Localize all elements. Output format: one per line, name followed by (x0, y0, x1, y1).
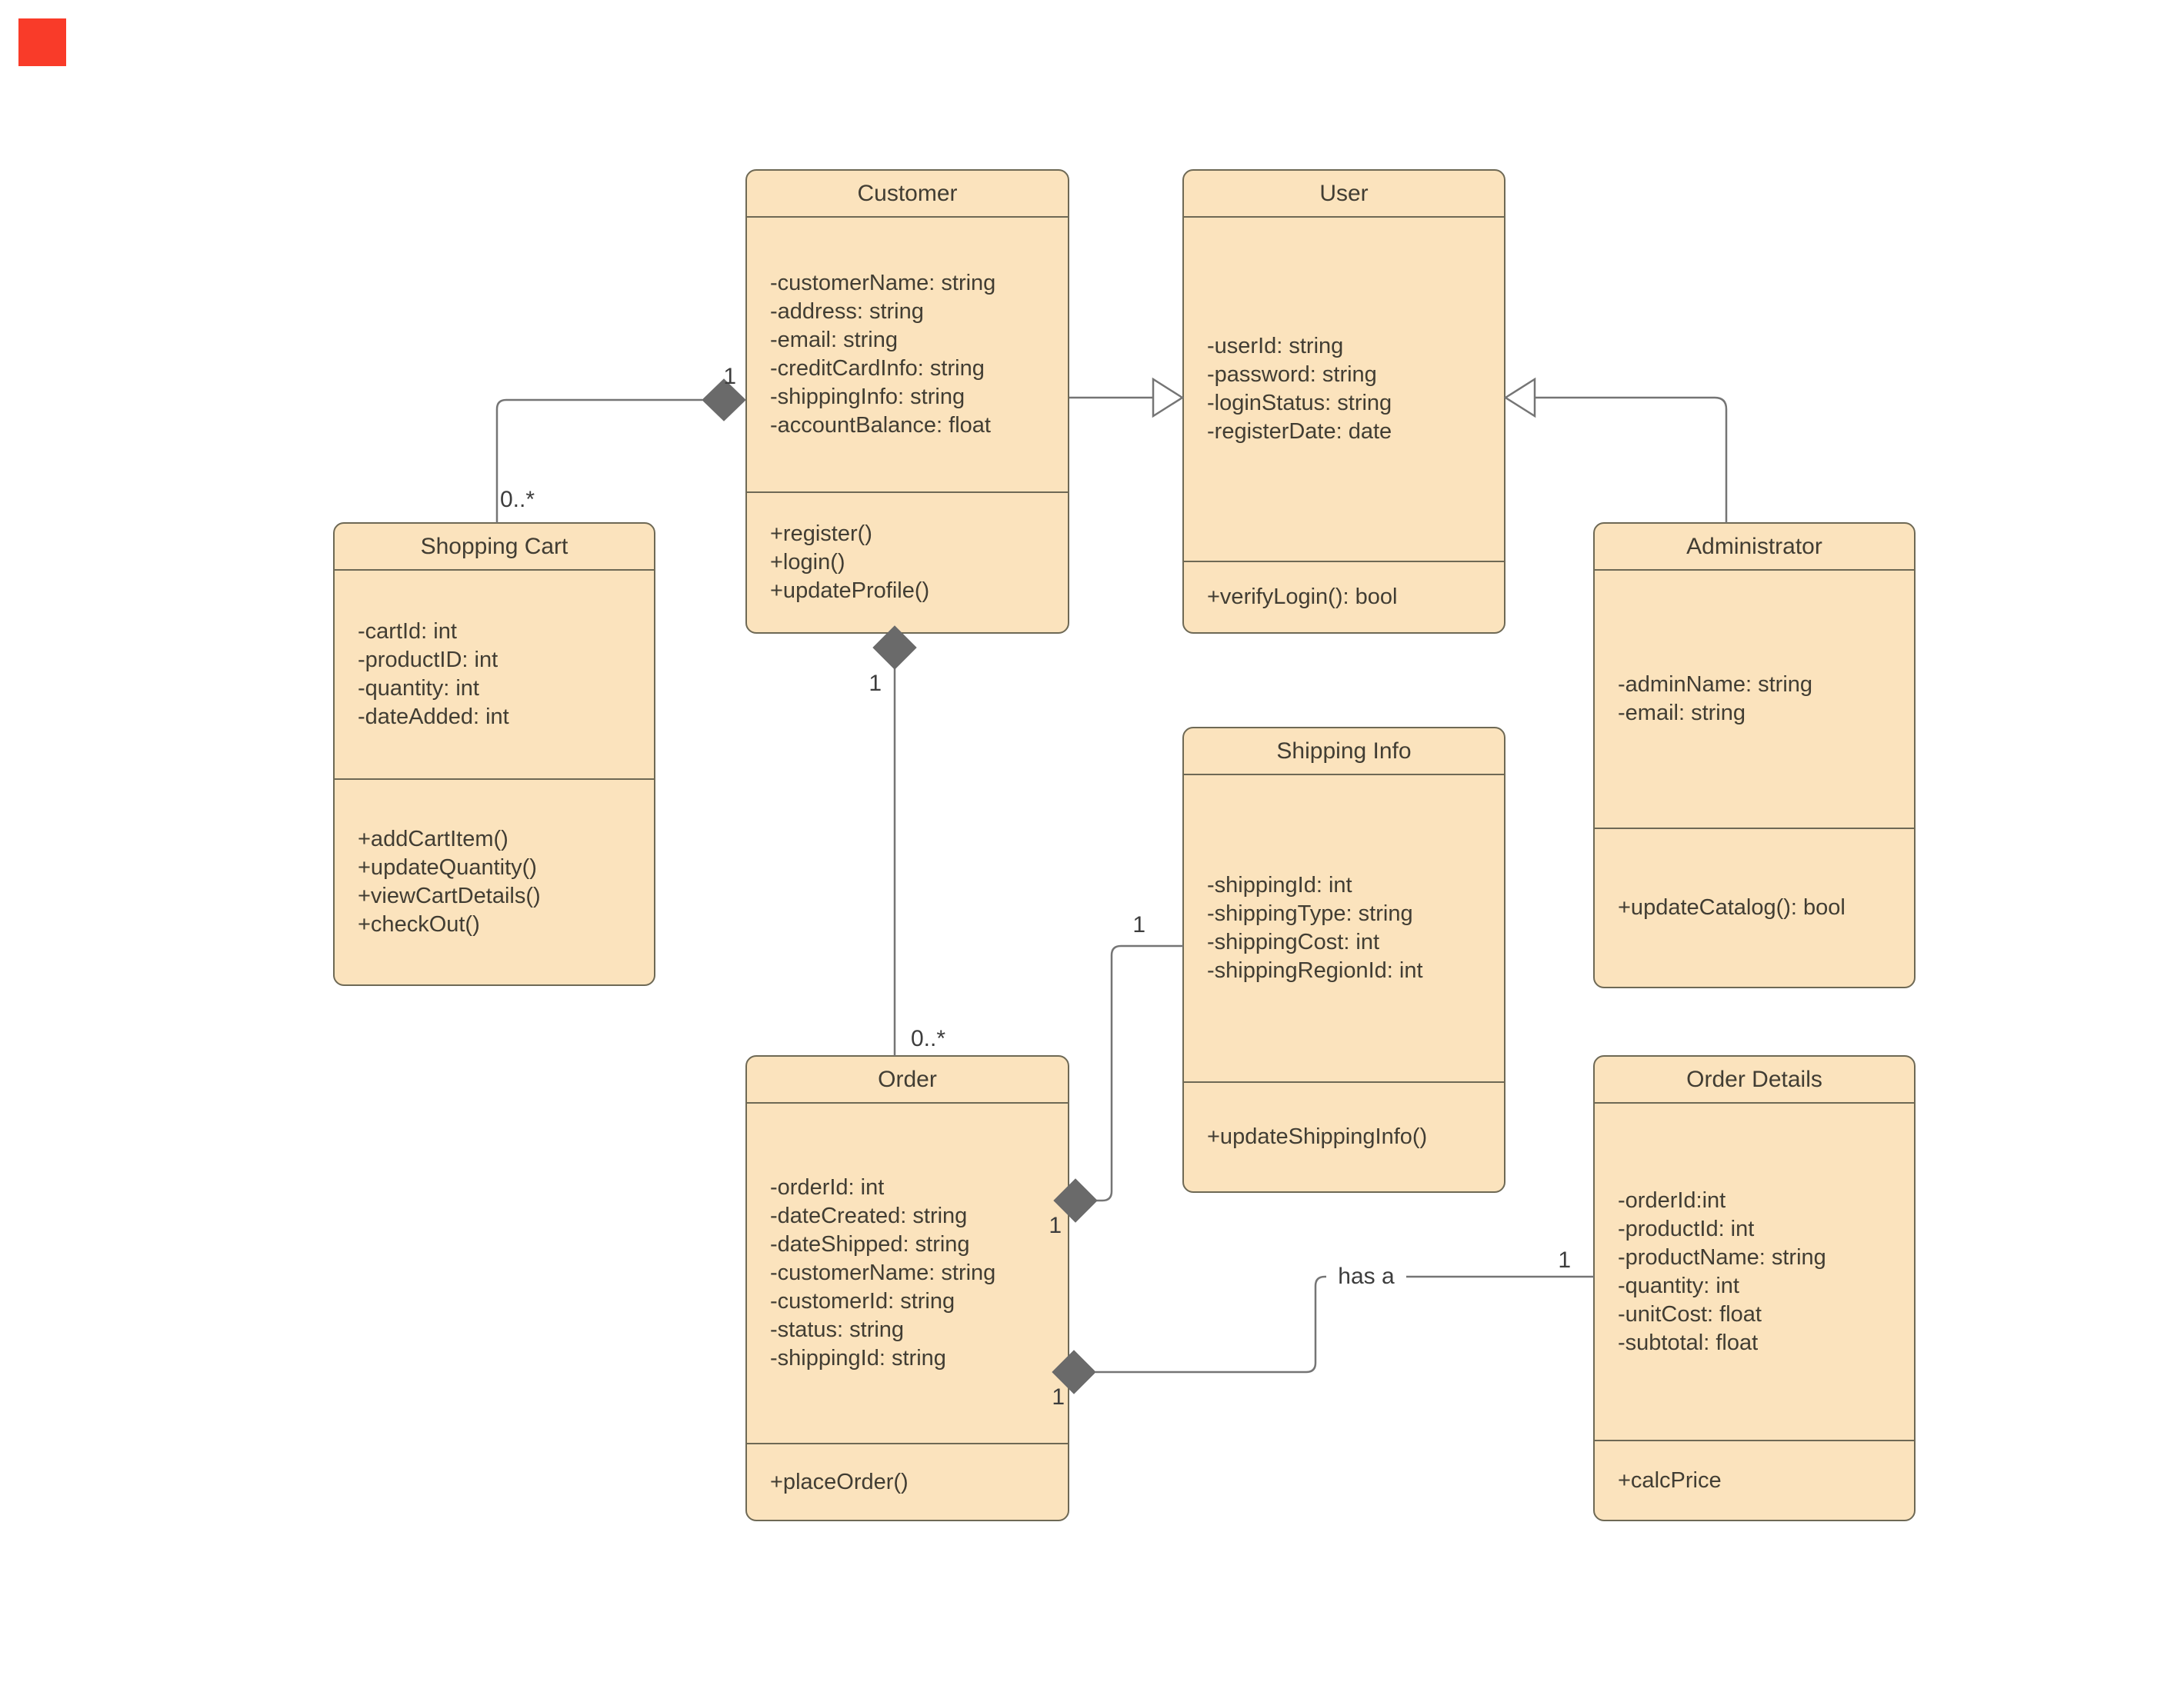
method-line: +addCartItem() (358, 827, 508, 851)
attribute-line: -customerId: string (770, 1289, 955, 1314)
attribute-line: -shippingCost: int (1207, 930, 1380, 954)
attribute-line: -customerName: string (770, 1261, 996, 1285)
generalization-arrow-icon (1503, 377, 1536, 418)
attribute-line: -shippingRegionId: int (1207, 958, 1423, 983)
class-shopping-cart-methods: +addCartItem() +updateQuantity() +viewCart… (335, 778, 654, 984)
multiplicity-label[interactable]: 1 (869, 671, 882, 696)
attribute-line: -userId: string (1207, 334, 1344, 358)
class-shopping-cart-title: Shopping Cart (335, 524, 654, 571)
class-administrator[interactable]: Administrator -adminName: string -email: s… (1593, 522, 1916, 988)
attribute-line: -shippingType: string (1207, 901, 1413, 926)
class-customer-title: Customer (747, 171, 1068, 218)
class-user-methods: +verifyLogin(): bool (1184, 561, 1504, 632)
class-customer-methods: +register() +login() +updateProfile() (747, 491, 1068, 632)
class-administrator-methods: +updateCatalog(): bool (1595, 828, 1914, 987)
connector-customer-order[interactable]: 1 0..* (869, 625, 945, 1056)
multiplicity-label[interactable]: 1 (1558, 1247, 1571, 1273)
generalization-line[interactable] (1535, 396, 1728, 523)
multiplicity-label[interactable]: 1 (1132, 912, 1145, 938)
class-shopping-cart[interactable]: Shopping Cart -cartId: int -productID: int… (333, 522, 655, 986)
attribute-line: -accountBalance: float (770, 413, 991, 438)
attribute-line: -loginStatus: string (1207, 391, 1392, 415)
class-user-attributes: -userId: string -password: string -loginSt… (1184, 218, 1504, 561)
connector-administrator-user[interactable] (1503, 377, 1728, 523)
class-order-details-methods: +calcPrice (1595, 1440, 1914, 1520)
connector-customer-shoppingcart[interactable]: 1 0..* (495, 364, 746, 523)
class-customer[interactable]: Customer -customerName: string -address: s… (745, 169, 1069, 634)
class-shipping-info-methods: +updateShippingInfo() (1184, 1081, 1504, 1191)
attribute-line: -quantity: int (1618, 1273, 1739, 1298)
class-order-attributes: -orderId: int -dateCreated: string -dateSh… (747, 1104, 1068, 1443)
class-shipping-info-attributes: -shippingId: int -shippingType: string -sh… (1184, 775, 1504, 1081)
method-line: +updateQuantity() (358, 855, 537, 880)
label-background (1326, 1262, 1406, 1291)
class-order[interactable]: Order -orderId: int -dateCreated: string -d… (745, 1055, 1069, 1521)
class-order-details-title: Order Details (1595, 1057, 1914, 1104)
class-order-details-attributes: -orderId:int -productId: int -productName:… (1595, 1104, 1914, 1440)
class-customer-attributes: -customerName: string -address: string -em… (747, 218, 1068, 491)
attribute-line: -customerName: string (770, 271, 996, 295)
attribute-line: -unitCost: float (1618, 1301, 1762, 1327)
method-line: +checkOut() (358, 912, 480, 937)
method-line: +verifyLogin(): bool (1207, 585, 1398, 609)
attribute-line: -productName: string (1618, 1244, 1826, 1270)
attribute-line: -productId: int (1618, 1216, 1755, 1241)
attribute-line: -address: string (770, 299, 924, 324)
attribute-line: -adminName: string (1618, 672, 1813, 697)
class-shipping-info[interactable]: Shipping Info -shippingId: int -shippingTy… (1182, 727, 1505, 1193)
attribute-line: -email: string (1618, 701, 1746, 725)
connector-customer-user[interactable] (1069, 377, 1185, 418)
class-shipping-info-title: Shipping Info (1184, 728, 1504, 775)
attribute-line: -email: string (770, 328, 898, 352)
method-line: +calcPrice (1618, 1467, 1722, 1493)
attribute-line: -dateAdded: int (358, 704, 509, 729)
method-line: +login() (770, 550, 845, 575)
multiplicity-label[interactable]: 0..* (500, 487, 535, 512)
class-user[interactable]: User -userId: string -password: string -log… (1182, 169, 1505, 634)
attribute-line: -status: string (770, 1317, 905, 1342)
attribute-line: -creditCardInfo: string (770, 356, 985, 381)
composition-line[interactable] (495, 398, 702, 523)
class-administrator-attributes: -adminName: string -email: string (1595, 571, 1914, 828)
attribute-line: -orderId: int (770, 1175, 885, 1200)
method-line: +register() (770, 521, 872, 546)
class-order-methods: +placeOrder() (747, 1443, 1068, 1520)
method-line: +updateShippingInfo() (1207, 1124, 1428, 1149)
attribute-line: -registerDate: date (1207, 419, 1392, 444)
method-line: +updateCatalog(): bool (1618, 895, 1846, 920)
generalization-arrow-icon (1152, 377, 1185, 418)
class-administrator-title: Administrator (1595, 524, 1914, 571)
class-order-title: Order (747, 1057, 1068, 1104)
attribute-line: -shippingId: int (1207, 873, 1352, 898)
attribute-line: -cartId: int (358, 619, 457, 644)
attribute-line: -shippingInfo: string (770, 385, 965, 409)
attribute-line: -quantity: int (358, 676, 479, 701)
class-user-title: User (1184, 171, 1504, 218)
attribute-line: -subtotal: float (1618, 1330, 1759, 1355)
relationship-label[interactable]: has a (1338, 1264, 1395, 1289)
attribute-line: -orderId:int (1618, 1187, 1726, 1213)
attribute-line: -dateShipped: string (770, 1232, 970, 1257)
class-order-details[interactable]: Order Details -orderId:int -productId: int… (1593, 1055, 1916, 1521)
attribute-line: -password: string (1207, 362, 1377, 387)
attribute-line: -shippingId: string (770, 1346, 946, 1371)
recording-indicator (18, 18, 66, 66)
multiplicity-label[interactable]: 1 (723, 364, 736, 389)
composition-line[interactable] (1095, 944, 1183, 1202)
multiplicity-label[interactable]: 0..* (911, 1026, 945, 1051)
method-line: +placeOrder() (770, 1469, 909, 1494)
method-line: +updateProfile() (770, 578, 930, 603)
attribute-line: -productID: int (358, 648, 498, 672)
composition-line[interactable] (1095, 1275, 1594, 1374)
composition-diamond-icon (702, 378, 746, 421)
class-shopping-cart-attributes: -cartId: int -productID: int -quantity: in… (335, 571, 654, 778)
attribute-line: -dateCreated: string (770, 1204, 968, 1228)
method-line: +viewCartDetails() (358, 884, 541, 908)
